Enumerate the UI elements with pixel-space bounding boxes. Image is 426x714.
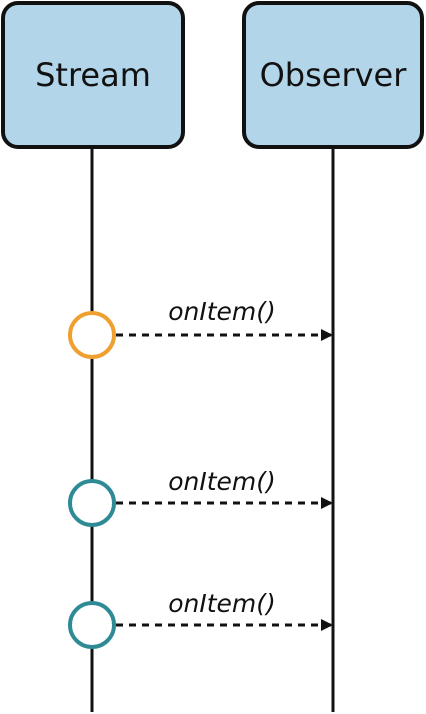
message-3-label: onItem() [168,589,276,618]
stream-label: Stream [35,56,151,94]
message-2-event-circle [68,479,116,527]
stream-box [1,1,185,149]
message-3: onItem() [68,589,333,649]
stream-participant: Stream [1,1,185,149]
observer-box [242,1,424,149]
message-2-label: onItem() [168,467,276,496]
message-3-event-circle [68,601,116,649]
observer-participant: Observer [242,1,424,149]
observer-label: Observer [260,56,408,94]
message-2: onItem() [68,467,333,527]
message-1-label: onItem() [168,297,276,326]
message-1: onItem() [68,297,333,359]
message-1-event-circle [68,311,116,359]
